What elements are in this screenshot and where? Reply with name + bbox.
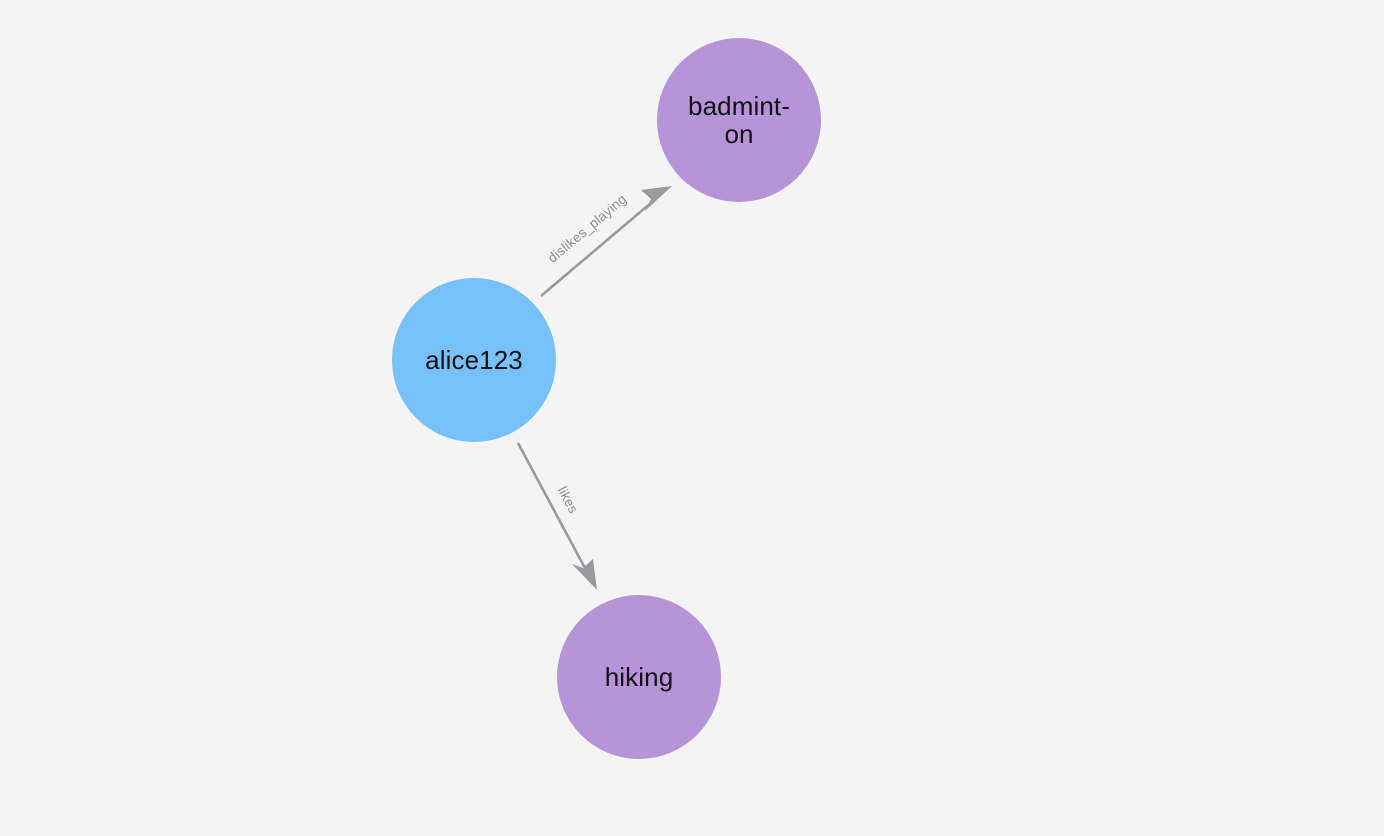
graph-node-badminton[interactable]: badmint-on xyxy=(657,38,821,202)
edge-label-likes: likes xyxy=(555,484,581,516)
edge-label-dislikes-playing: dislikes_playing xyxy=(545,191,630,265)
graph-node-label: hiking xyxy=(604,662,674,692)
edge-likes[interactable]: likes xyxy=(516,442,597,590)
edge-dislikes-playing[interactable]: dislikes_playing xyxy=(540,186,672,297)
edge-line-likes xyxy=(516,442,588,571)
graph-node-hiking[interactable]: hiking xyxy=(557,595,721,759)
graph-node-label: badmint-on xyxy=(688,91,790,149)
edge-line-dislikes-playing xyxy=(540,196,659,297)
graph-node-label: alice123 xyxy=(425,345,523,375)
arrow-head-icon xyxy=(572,559,597,590)
arrow-head-icon xyxy=(641,186,672,211)
graph-node-alice123[interactable]: alice123 xyxy=(392,278,556,442)
